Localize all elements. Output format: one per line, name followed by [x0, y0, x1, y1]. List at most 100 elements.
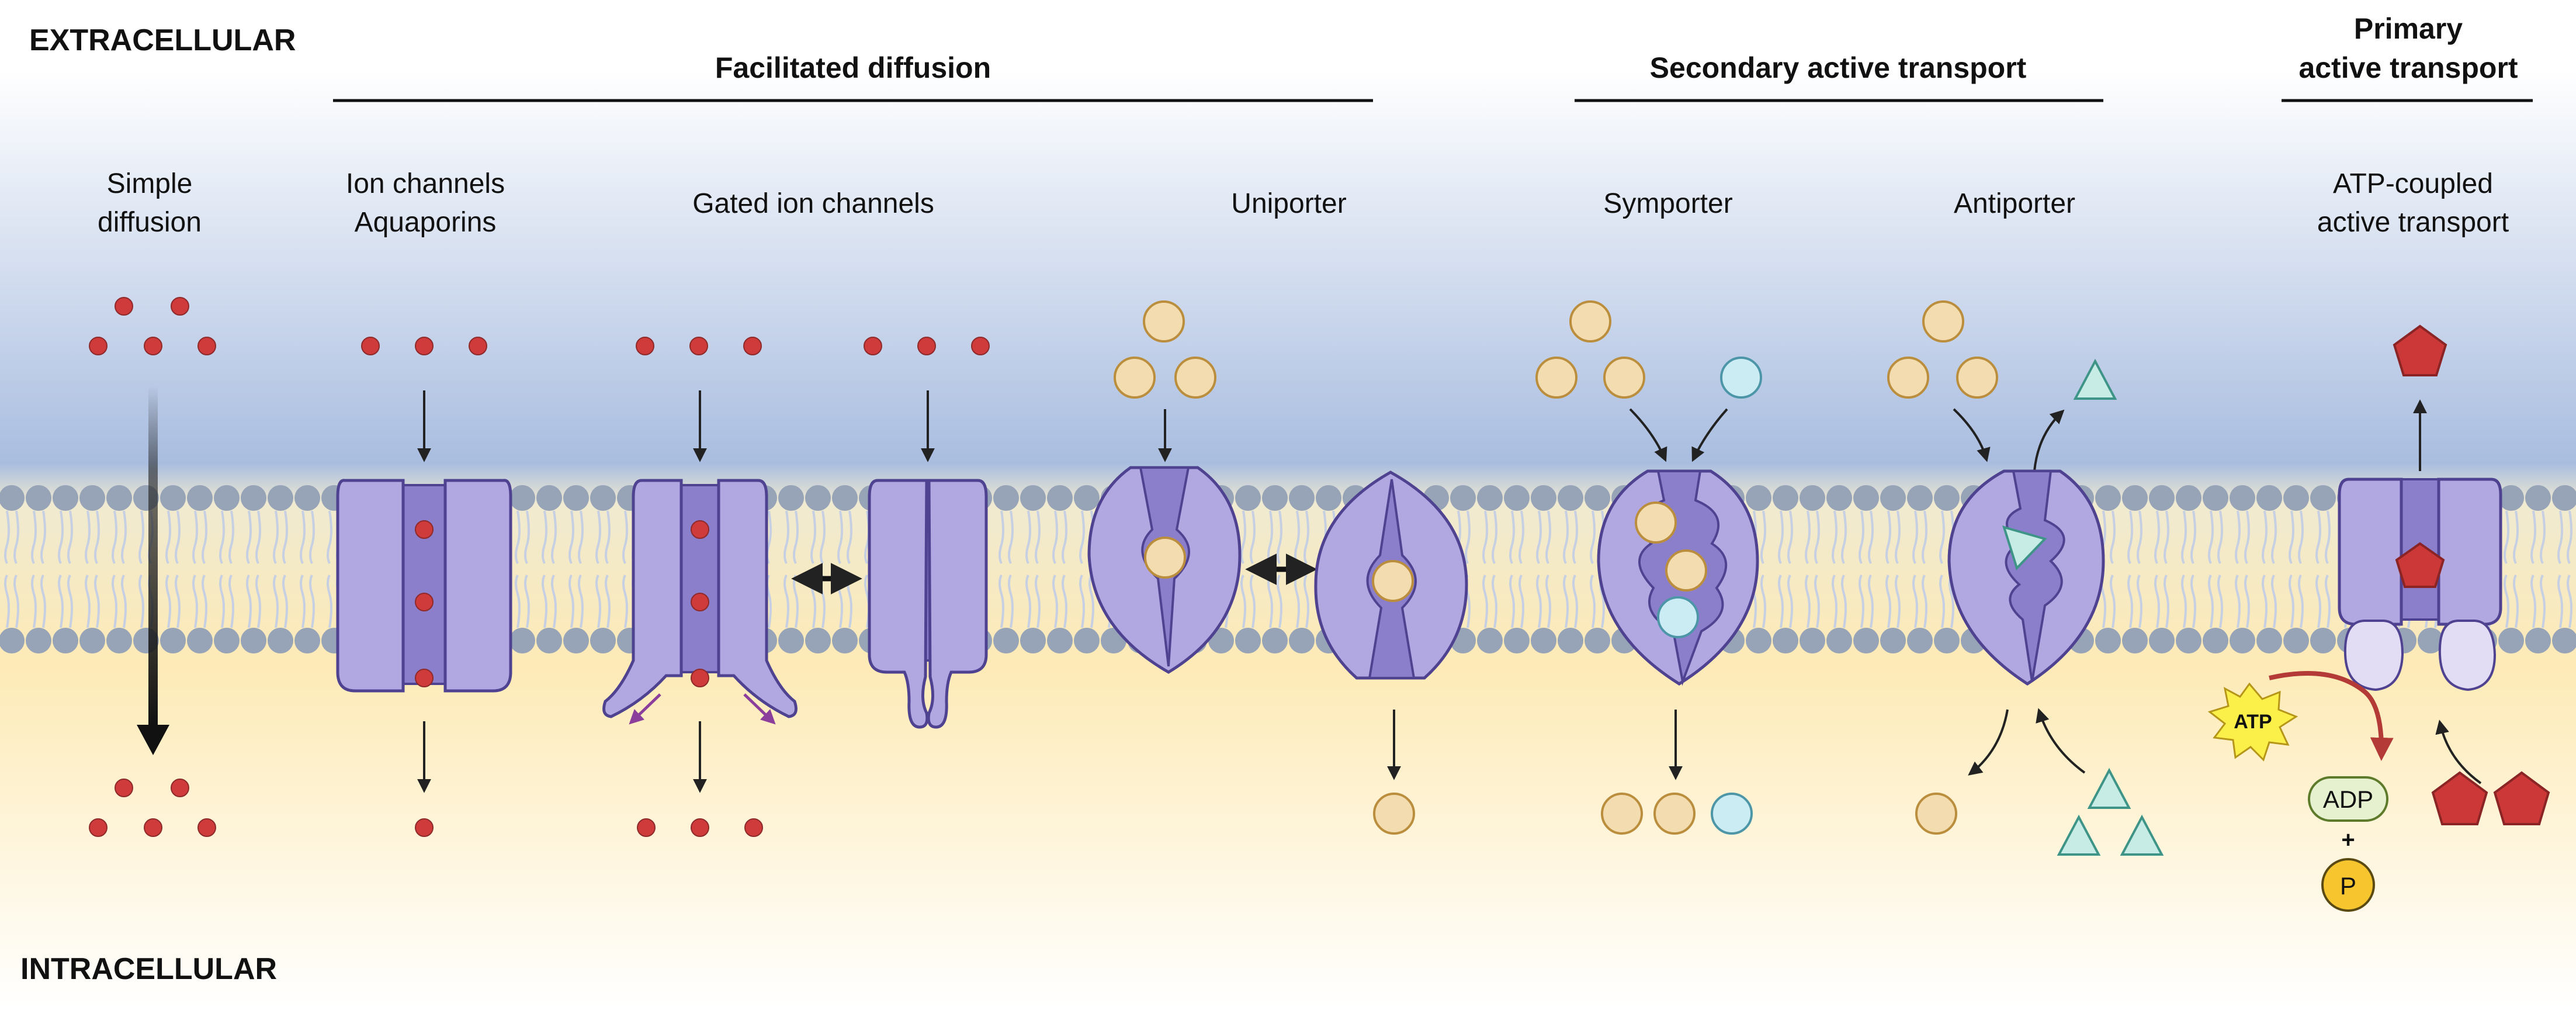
lipid-tail	[1868, 510, 1874, 564]
lipid-head	[26, 485, 51, 511]
lipid-tail	[783, 510, 789, 564]
lipid-head	[536, 628, 562, 653]
lipid-head	[993, 628, 1019, 653]
ion-dot	[89, 818, 108, 837]
pump-subunit-left	[2338, 478, 2403, 626]
extracellular-label: EXTRACELLULAR	[29, 23, 296, 57]
lipid-tail	[837, 510, 843, 564]
lipid-tail	[40, 575, 46, 628]
lipid-tail	[13, 510, 19, 564]
lipid-tail	[1008, 510, 1014, 564]
lipid-tail	[192, 575, 198, 628]
lipid-tail	[112, 510, 117, 564]
lipid-head	[778, 485, 804, 511]
lipid-head	[2203, 485, 2228, 511]
lipid-tail	[524, 575, 530, 628]
ion-dot	[971, 337, 990, 355]
lipid-head	[53, 485, 78, 511]
lipid-tail	[2271, 575, 2277, 628]
solute-circle	[1922, 300, 1964, 343]
atp-hydrolysis-arrow	[2269, 671, 2394, 761]
lipid-tail	[121, 510, 127, 564]
lipid-tail	[1482, 575, 1488, 628]
lipid-head	[79, 628, 105, 653]
lipid-tail	[622, 575, 628, 628]
atp-pump: ATP ADP + P	[2207, 324, 2550, 912]
lipid-tail	[4, 510, 10, 564]
lipid-tail	[138, 510, 144, 564]
solute-circle	[1915, 793, 1957, 835]
ion-dot	[691, 669, 709, 687]
solute-circle	[1601, 793, 1643, 835]
lipid-tail	[1885, 575, 1891, 628]
lipid-head	[1773, 628, 1798, 653]
lipid-head	[268, 485, 293, 511]
gated-ion-channel-closed	[864, 337, 990, 729]
lipid-tail	[622, 510, 628, 564]
ion-dot	[415, 337, 434, 355]
lipid-tail	[2244, 575, 2250, 628]
lipid-tail	[1008, 575, 1014, 628]
lipid-tail	[2164, 510, 2169, 564]
lipid-head	[2498, 485, 2524, 511]
lipid-head	[241, 485, 266, 511]
lipid-tail	[1025, 510, 1031, 564]
lipid-head	[1316, 485, 1341, 511]
lipid-head	[106, 628, 132, 653]
lipid-head	[1020, 628, 1046, 653]
lipid-tail	[300, 575, 306, 628]
lipid-tail	[2298, 575, 2304, 628]
lipid-head	[2552, 485, 2576, 511]
lipid-head	[1746, 628, 1771, 653]
lipid-tail	[165, 510, 171, 564]
lipid-tail	[515, 575, 521, 628]
solute-circle	[1603, 357, 1645, 399]
lipid-tail	[2325, 510, 2331, 564]
lipid-tail	[202, 575, 207, 628]
lipid-tail	[2567, 575, 2572, 628]
diffusion-gradient-arrow-shaft	[148, 386, 158, 725]
solute-circle	[1887, 357, 1929, 399]
lipid-tail	[1912, 510, 1918, 564]
lipid-tail	[542, 510, 547, 564]
plus-sign: +	[2341, 827, 2355, 853]
lipid-tail	[2208, 575, 2214, 628]
lipid-tail	[246, 510, 252, 564]
lipid-head	[1531, 485, 1556, 511]
lipid-tail	[219, 510, 225, 564]
lipid-head	[2525, 628, 2551, 653]
lipid-head	[590, 485, 616, 511]
lipid-head	[1853, 485, 1879, 511]
lipid-tail	[1052, 510, 1058, 564]
uniporter-label: Uniporter	[1231, 188, 1346, 219]
lipid-tail	[1240, 510, 1246, 564]
diffusion-gradient-arrow-head	[137, 725, 169, 755]
lipid-head	[2498, 628, 2524, 653]
lipid-head	[106, 485, 132, 511]
lipid-tail	[1778, 510, 1784, 564]
ion-dot	[864, 337, 882, 355]
simple-diffusion	[89, 297, 216, 837]
lipid-head	[1746, 485, 1771, 511]
lipid-tail	[1492, 575, 1497, 628]
lipid-tail	[1509, 575, 1515, 628]
lipid-tail	[1805, 510, 1811, 564]
lipid-tail	[542, 575, 547, 628]
lipid-tail	[1062, 510, 1067, 564]
curved-arrow	[2033, 409, 2065, 472]
lipid-tail	[783, 575, 789, 628]
gate-open-arrow-left	[629, 693, 661, 725]
lipid-tail	[138, 575, 144, 628]
lipid-tail	[192, 510, 198, 564]
atpase-domain-left	[2343, 620, 2404, 691]
lipid-head	[1558, 485, 1583, 511]
lipid-tail	[793, 510, 799, 564]
lipid-head	[1907, 485, 1933, 511]
ion-dot	[691, 818, 709, 837]
solute-circle	[1144, 537, 1186, 579]
atp-label: ATP	[2234, 711, 2272, 733]
lipid-head	[1047, 485, 1073, 511]
lipid-tail	[551, 575, 557, 628]
lipid-tail	[1832, 510, 1837, 564]
gated-channel-subunit-right-closed	[927, 479, 988, 729]
